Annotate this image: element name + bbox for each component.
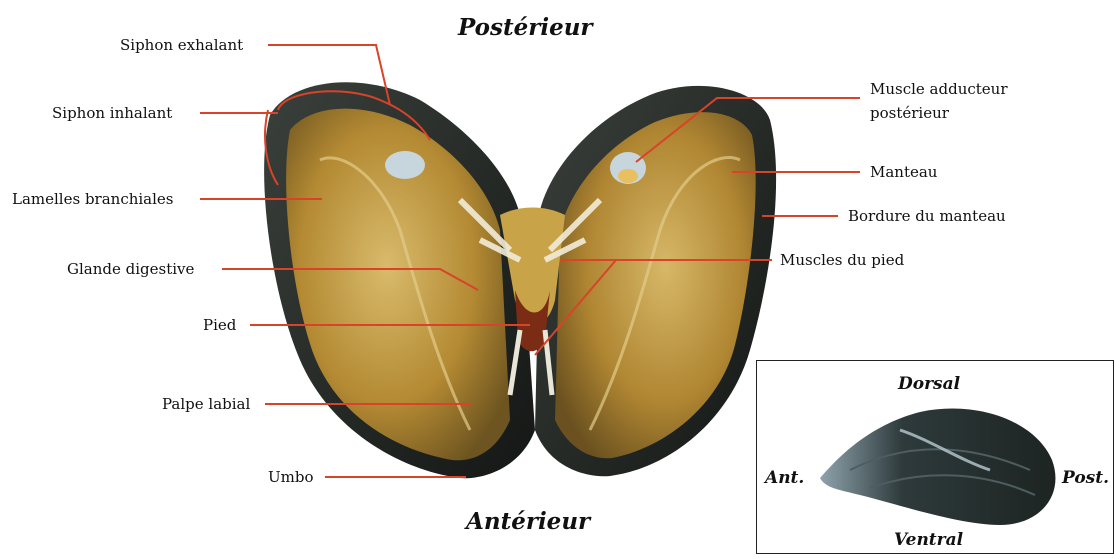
label-pied: Pied bbox=[203, 316, 236, 334]
label-muscles-du-pied: Muscles du pied bbox=[780, 251, 904, 269]
inset-label-ant: Ant. bbox=[765, 468, 804, 488]
inset-label-dorsal: Dorsal bbox=[898, 374, 960, 394]
label-bordure-du-manteau: Bordure du manteau bbox=[848, 207, 1006, 225]
right-valve bbox=[535, 86, 776, 476]
label-glande-digestive: Glande digestive bbox=[67, 260, 194, 278]
label-umbo: Umbo bbox=[268, 468, 314, 486]
label-palpe-labial: Palpe labial bbox=[162, 395, 250, 413]
label-siphon-inhalant: Siphon inhalant bbox=[52, 104, 172, 122]
label-muscle-adducteur-line2: postérieur bbox=[870, 104, 949, 122]
inset-label-ventral: Ventral bbox=[894, 530, 963, 550]
title-anterieur: Antérieur bbox=[466, 508, 590, 535]
left-valve bbox=[264, 82, 535, 478]
label-siphon-exhalant: Siphon exhalant bbox=[120, 36, 243, 54]
title-posterieur: Postérieur bbox=[458, 14, 593, 41]
inset-label-post: Post. bbox=[1062, 468, 1109, 488]
label-manteau: Manteau bbox=[870, 163, 937, 181]
label-lamelles-branchiales: Lamelles branchiales bbox=[12, 190, 174, 208]
label-muscle-adducteur-line1: Muscle adducteur bbox=[870, 80, 1008, 98]
